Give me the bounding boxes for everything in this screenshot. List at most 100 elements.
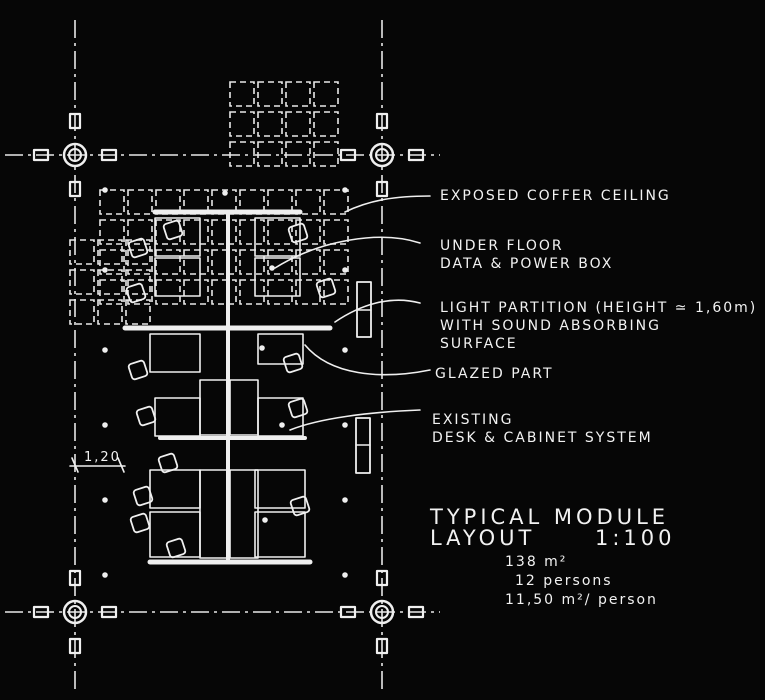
floor-box-dot xyxy=(342,267,348,273)
coffer-cell xyxy=(267,219,293,245)
coffer-cell xyxy=(127,249,153,275)
coffer-cell xyxy=(295,249,321,275)
coffer-cell xyxy=(155,279,181,305)
coffer-cell xyxy=(155,219,181,245)
floor-box-dot xyxy=(342,347,348,353)
coffer-cell xyxy=(69,269,95,295)
coffer-cell xyxy=(127,189,153,215)
desk xyxy=(149,511,201,558)
coffer-cell xyxy=(183,279,209,305)
coffer-cell xyxy=(239,219,265,245)
desk xyxy=(257,397,304,437)
leader-lines xyxy=(274,195,431,431)
chair xyxy=(162,219,184,241)
floor-box-dot xyxy=(102,347,108,353)
desk xyxy=(199,379,229,436)
column-4 xyxy=(339,569,425,655)
chair xyxy=(282,352,304,374)
coffer-cell xyxy=(239,279,265,305)
chair xyxy=(287,397,309,419)
coffer-cell xyxy=(99,279,125,305)
label-existing-line2: DESK & CABINET SYSTEM xyxy=(432,430,653,446)
coffer-cell xyxy=(97,299,123,325)
label-partition-line3: SURFACE xyxy=(440,336,518,352)
coffer-cell xyxy=(69,239,95,265)
chair xyxy=(315,277,337,299)
coffer-cell xyxy=(69,299,95,325)
coffer-cell xyxy=(267,279,293,305)
stats-block: 138 m² 12 persons 11,50 m²/ person xyxy=(505,554,658,608)
coffer-cell xyxy=(295,189,321,215)
coffer-cell xyxy=(127,219,153,245)
coffer-ceiling-grid xyxy=(69,81,349,325)
coffer-cell xyxy=(99,249,125,275)
coffer-cell xyxy=(285,141,311,167)
coffer-cell xyxy=(257,111,283,137)
floor-box-dot xyxy=(342,187,348,193)
stat-ratio: 11,50 m²/ person xyxy=(505,592,658,608)
desk xyxy=(149,469,201,509)
label-glazed-part: GLAZED PART xyxy=(435,366,554,382)
chair xyxy=(157,452,179,474)
label-underfloor-line1: UNDER FLOOR xyxy=(440,238,564,254)
desk xyxy=(229,379,259,436)
desk xyxy=(154,217,201,257)
desk-system xyxy=(149,217,306,559)
floor-box-dot xyxy=(102,267,108,273)
dimension-label: 1,20 xyxy=(84,450,121,465)
coffer-cell xyxy=(313,81,339,107)
stat-persons: 12 persons xyxy=(515,573,613,589)
coffer-cell xyxy=(285,81,311,107)
floor-box-dot xyxy=(269,265,275,271)
chair xyxy=(287,222,309,244)
desk xyxy=(229,469,259,559)
floor-box-dot xyxy=(102,422,108,428)
coffer-cell xyxy=(257,141,283,167)
floor-box-dot xyxy=(342,422,348,428)
stat-area: 138 m² xyxy=(505,554,567,570)
desk xyxy=(199,469,229,559)
title-scale: 1:100 xyxy=(595,526,676,550)
coffer-cell xyxy=(285,111,311,137)
column-1 xyxy=(32,112,118,198)
desk xyxy=(254,217,301,257)
desk xyxy=(254,469,306,509)
coffer-cell xyxy=(229,111,255,137)
floor-box-dot xyxy=(279,422,285,428)
floor-box-dot xyxy=(342,497,348,503)
coffer-cell xyxy=(97,239,123,265)
cabinets xyxy=(355,281,372,474)
coffer-cell xyxy=(323,189,349,215)
desk xyxy=(257,333,304,365)
floor-box-dot xyxy=(262,517,268,523)
coffer-cell xyxy=(183,249,209,275)
floor-box-dot xyxy=(102,187,108,193)
floor-box-dot xyxy=(102,572,108,578)
desk xyxy=(254,511,306,558)
label-coffer-ceiling: EXPOSED COFFER CEILING xyxy=(440,188,671,204)
floor-boxes xyxy=(102,187,348,578)
coffer-cell xyxy=(257,81,283,107)
label-existing-line1: EXISTING xyxy=(432,412,513,428)
label-underfloor-line2: DATA & POWER BOX xyxy=(440,256,613,272)
coffer-cell xyxy=(313,141,339,167)
coffer-cell xyxy=(125,269,151,295)
floor-box-dot xyxy=(222,190,228,196)
desk xyxy=(149,333,201,373)
chair xyxy=(132,485,154,507)
floor-box-dot xyxy=(102,497,108,503)
chair xyxy=(289,495,311,517)
chair xyxy=(125,282,147,304)
coffer-cell xyxy=(211,279,237,305)
desk xyxy=(154,257,201,297)
title-line2: LAYOUT xyxy=(430,526,535,550)
coffer-cell xyxy=(295,279,321,305)
coffer-cell xyxy=(295,219,321,245)
coffer-cell xyxy=(99,219,125,245)
annotations: EXPOSED COFFER CEILING UNDER FLOOR DATA … xyxy=(432,188,755,446)
chair xyxy=(127,359,149,381)
column-3 xyxy=(32,569,118,655)
coffer-cell xyxy=(97,269,123,295)
